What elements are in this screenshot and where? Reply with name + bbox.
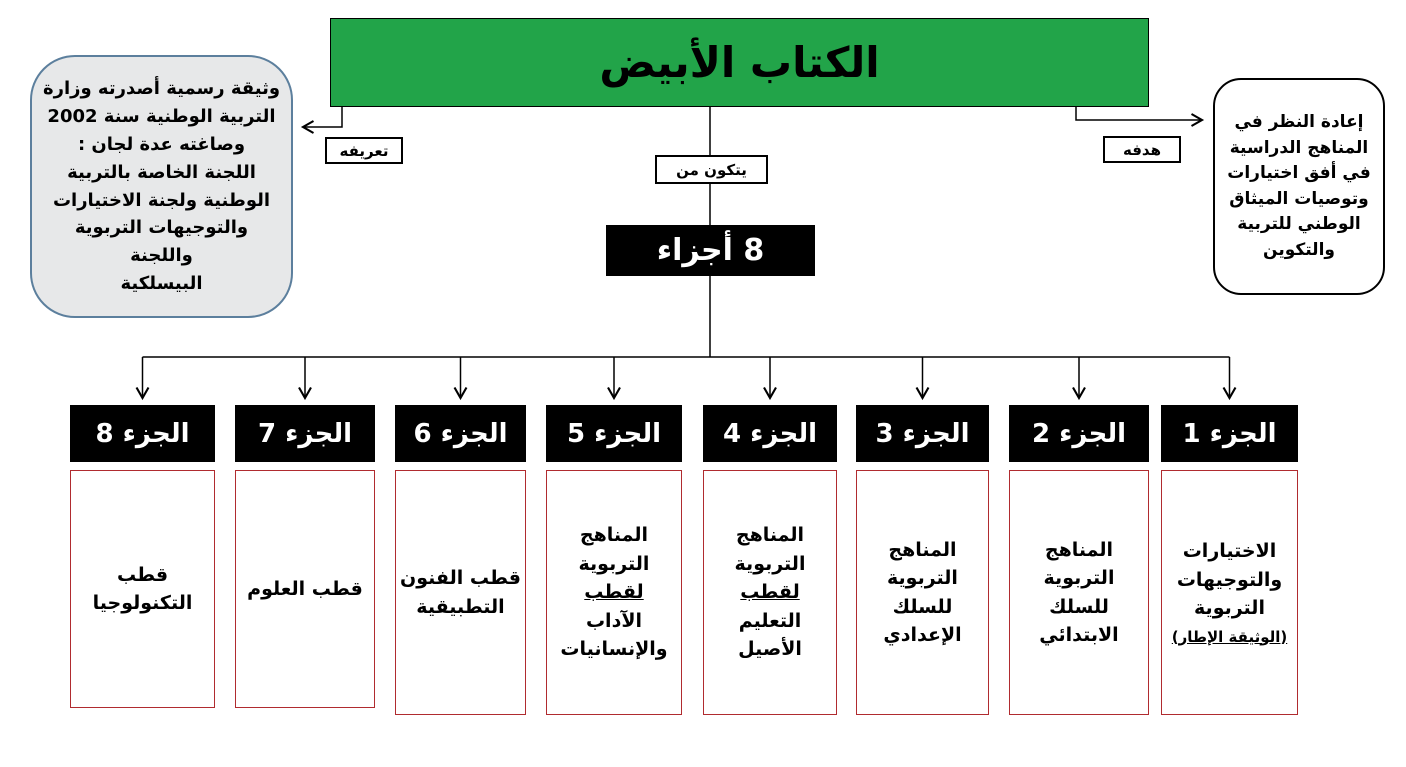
part-3-body: المناهج التربوية للسلك الإعدادي [856, 470, 989, 715]
part-1-note: (الوثيقة الإطار) [1171, 627, 1288, 646]
part-2-column: الجزء 2 المناهج التربوية للسلك الابتدائي [1009, 405, 1149, 715]
part-5-text: المناهج التربوية [578, 524, 650, 575]
part-6-text: قطب الفنون التطبيقية [400, 567, 521, 618]
part-8-text: قطب التكنولوجيا [92, 563, 193, 615]
goal-callout: إعادة النظر في المناهج الدراسية في أفق ا… [1213, 78, 1385, 295]
part-6-header: الجزء 6 [395, 405, 526, 462]
part-4-header: الجزء 4 [703, 405, 837, 462]
part-5-header: الجزء 5 [546, 405, 682, 462]
part-6-column: الجزء 6 قطب الفنون التطبيقية [395, 405, 526, 715]
definition-arrow [300, 105, 343, 134]
part-2-body: المناهج التربوية للسلك الابتدائي [1009, 470, 1149, 715]
part-8-body: قطب التكنولوجيا [70, 470, 215, 708]
part-5-column: الجزء 5 المناهج التربوية لقطب الآداب وال… [546, 405, 682, 715]
part-4-text-after: التعليم الأصيل [738, 609, 802, 661]
part-7-column: الجزء 7 قطب العلوم [235, 405, 375, 708]
part-1-column: الجزء 1 الاختيارات والتوجيهات التربوية (ا… [1161, 405, 1298, 715]
part-3-header: الجزء 3 [856, 405, 989, 462]
part-1-text: الاختيارات والتوجيهات التربوية [1176, 540, 1283, 619]
part-2-text: المناهج التربوية للسلك الابتدائي [1039, 538, 1119, 647]
part-5-body: المناهج التربوية لقطب الآداب والإنسانيات [546, 470, 682, 715]
part-5-underlined-text: لقطب [584, 581, 644, 604]
definition-callout: وثيقة رسمية أصدرته وزارة التربية الوطنية… [30, 55, 293, 318]
part-5-text-after: الآداب والإنسانيات [560, 609, 668, 661]
part-4-column: الجزء 4 المناهج التربوية لقطب التعليم ال… [703, 405, 837, 715]
part-6-body: قطب الفنون التطبيقية [395, 470, 526, 715]
part-7-header: الجزء 7 [235, 405, 375, 462]
part-2-header: الجزء 2 [1009, 405, 1149, 462]
definition-label: تعريفه [325, 137, 403, 164]
part-1-header: الجزء 1 [1161, 405, 1298, 462]
consists-of-label: يتكون من [655, 155, 768, 184]
part-4-body: المناهج التربوية لقطب التعليم الأصيل [703, 470, 837, 715]
goal-label: هدفه [1103, 136, 1181, 163]
part-1-body: الاختيارات والتوجيهات التربوية (الوثيقة ا… [1161, 470, 1298, 715]
part-7-body: قطب العلوم [235, 470, 375, 708]
part-7-text: قطب العلوم [247, 577, 363, 600]
part-3-column: الجزء 3 المناهج التربوية للسلك الإعدادي [856, 405, 989, 715]
part-4-text: المناهج التربوية [734, 524, 806, 575]
part-8-header: الجزء 8 [70, 405, 215, 462]
goal-arrow [1075, 105, 1205, 127]
title-box: الكتاب الأبيض [330, 18, 1149, 107]
diagram-title: الكتاب الأبيض [599, 38, 880, 87]
part-4-underlined-text: لقطب [740, 581, 800, 604]
part-3-text: المناهج التربوية للسلك الإعدادي [883, 538, 962, 647]
parts-count-box: 8 أجزاء [606, 225, 815, 276]
part-8-column: الجزء 8 قطب التكنولوجيا [70, 405, 215, 708]
